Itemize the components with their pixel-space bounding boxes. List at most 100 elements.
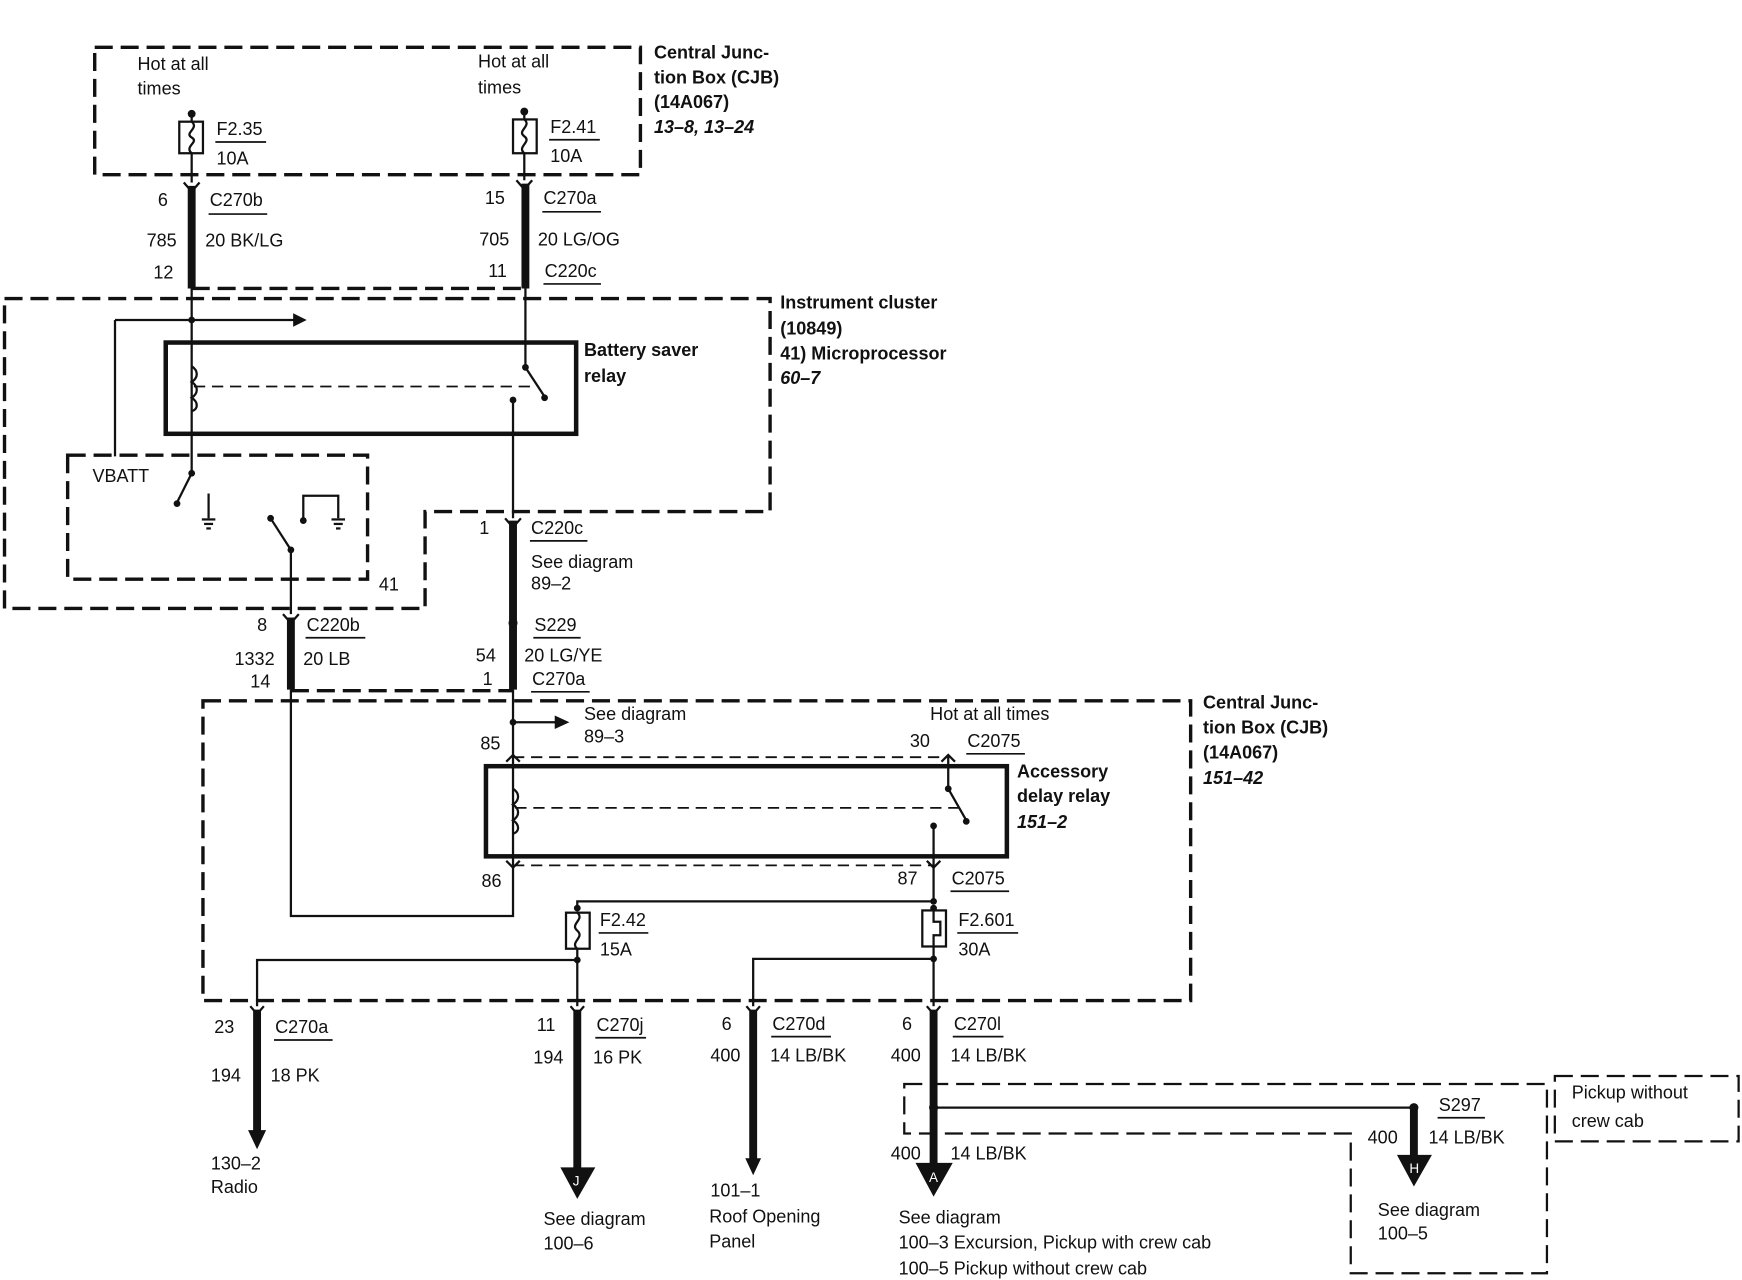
splice-dot <box>508 618 518 628</box>
fuse-rating: 10A <box>216 149 248 169</box>
see-diagram-ref[interactable]: 100–3 Excursion, Pickup with crew cab <box>899 1232 1212 1252</box>
destination-label: Radio <box>211 1177 258 1197</box>
terminal-dot <box>187 109 196 118</box>
see-diagram-link[interactable]: See diagram <box>899 1208 1001 1228</box>
svg-text:400: 400 <box>891 1045 921 1065</box>
see-diagram-link[interactable]: See diagram <box>584 704 686 724</box>
fuse-id: F2.601 <box>958 910 1014 930</box>
connector-label: C270a <box>532 669 586 689</box>
svg-text:15: 15 <box>485 188 505 208</box>
svg-text:194: 194 <box>211 1066 241 1086</box>
supply-label: Hot at all <box>478 52 549 72</box>
supply-label: Hot at all <box>138 54 209 74</box>
connector-label: C220c <box>545 261 597 281</box>
battery-relay-label-2: relay <box>584 366 626 386</box>
cjb-bottom-part: (14A067) <box>1203 742 1278 762</box>
svg-text:1: 1 <box>479 518 489 538</box>
wire-color: 20 LG/OG <box>538 230 620 250</box>
fuse-icon <box>178 120 205 155</box>
cjb-top-ref: 13–8, 13–24 <box>654 117 754 137</box>
destination-link[interactable]: 101–1 <box>710 1181 760 1201</box>
microprocessor-boundary <box>65 453 370 581</box>
wire-color: 20 LG/YE <box>524 645 602 665</box>
destination-link[interactable]: 130–2 <box>211 1154 261 1174</box>
wire-color: 20 LB <box>303 649 350 669</box>
ground-icon <box>201 493 216 530</box>
cluster-sub: 41) Microprocessor <box>780 343 946 363</box>
destination-label: Roof Opening <box>709 1207 820 1227</box>
wire-color: 14 LB/BK <box>950 1143 1026 1163</box>
svg-text:6: 6 <box>722 1014 732 1034</box>
see-diagram-ref[interactable]: 100–6 <box>543 1234 593 1254</box>
svg-text:194: 194 <box>533 1048 563 1068</box>
connector-marker-j <box>560 1167 596 1199</box>
supply-label: times <box>138 79 181 99</box>
supply-label: times <box>478 78 521 98</box>
see-diagram-link[interactable]: See diagram <box>531 552 633 572</box>
cluster-pin: 41 <box>379 574 399 594</box>
svg-text:400: 400 <box>1368 1128 1398 1148</box>
wire-color: 14 LB/BK <box>950 1045 1026 1065</box>
splice-label: S297 <box>1439 1095 1481 1115</box>
instrument-cluster-boundary <box>2 296 772 611</box>
see-diagram-link[interactable]: See diagram <box>1378 1200 1480 1220</box>
cjb-bottom-boundary <box>201 699 1193 1003</box>
see-diagram-link[interactable]: See diagram <box>543 1209 645 1229</box>
hot-label: Hot at all times <box>930 704 1049 724</box>
svg-text:8: 8 <box>257 615 267 635</box>
pickup-option-boundary <box>903 1082 1549 1275</box>
pickup-note-box <box>1553 1074 1740 1143</box>
see-diagram-ref[interactable]: 89–2 <box>531 573 571 593</box>
fuse-icon <box>564 911 591 950</box>
arrow-icon <box>554 715 570 730</box>
connector-label: C2075 <box>952 869 1005 889</box>
svg-text:30: 30 <box>910 731 930 751</box>
fuse-rating: 10A <box>550 146 582 166</box>
connector-marker-h <box>1396 1154 1432 1187</box>
cjb-bottom-ref: 151–42 <box>1203 768 1263 788</box>
svg-text:A: A <box>929 1170 938 1185</box>
see-diagram-ref[interactable]: 100–5 <box>1378 1223 1428 1243</box>
acc-relay-label-2: delay relay <box>1017 786 1110 806</box>
arrow-icon <box>248 1130 267 1150</box>
ground-icon <box>331 518 346 530</box>
coil-icon <box>189 365 198 413</box>
connector-label: C270a <box>543 188 597 208</box>
svg-text:H: H <box>1409 1161 1419 1176</box>
svg-text:23: 23 <box>214 1017 234 1037</box>
pickup-note-line1: Pickup without <box>1572 1083 1688 1103</box>
wire-color: 18 PK <box>271 1066 320 1086</box>
vbatt-label: VBATT <box>92 466 149 486</box>
connector-label: C270l <box>954 1014 1001 1034</box>
svg-text:1: 1 <box>483 669 493 689</box>
destination-label: Panel <box>709 1231 755 1251</box>
svg-text:6: 6 <box>902 1014 912 1034</box>
svg-text:400: 400 <box>891 1143 921 1163</box>
svg-text:J: J <box>573 1173 580 1188</box>
coil-icon <box>510 787 520 835</box>
see-diagram-ref[interactable]: 89–3 <box>584 727 624 747</box>
splice-dot <box>929 1103 939 1113</box>
svg-text:12: 12 <box>153 262 173 282</box>
wire-color: 14 LB/BK <box>1429 1128 1505 1148</box>
svg-text:86: 86 <box>481 871 501 891</box>
arrow-icon <box>293 313 307 327</box>
connector-label: C270b <box>210 190 263 210</box>
cjb-top-part: (14A067) <box>654 92 729 112</box>
connector-marker-a <box>915 1162 953 1197</box>
cjb-bottom-label-2: tion Box (CJB) <box>1203 718 1328 738</box>
connector-label: C220b <box>307 615 360 635</box>
connector-label: C2075 <box>967 731 1020 751</box>
connector-label: C270a <box>275 1017 329 1037</box>
splice-label: S229 <box>534 615 576 635</box>
svg-text:85: 85 <box>480 733 500 753</box>
connector-label: C270j <box>596 1015 643 1035</box>
pickup-note-line2: crew cab <box>1572 1111 1644 1131</box>
see-diagram-ref[interactable]: 100–5 Pickup without crew cab <box>899 1258 1147 1278</box>
wire-color: 16 PK <box>593 1048 642 1068</box>
svg-text:11: 11 <box>488 261 507 281</box>
connector-label: C270d <box>772 1014 825 1034</box>
cjb-top-boundary <box>93 45 643 177</box>
fuse-icon <box>511 118 538 155</box>
